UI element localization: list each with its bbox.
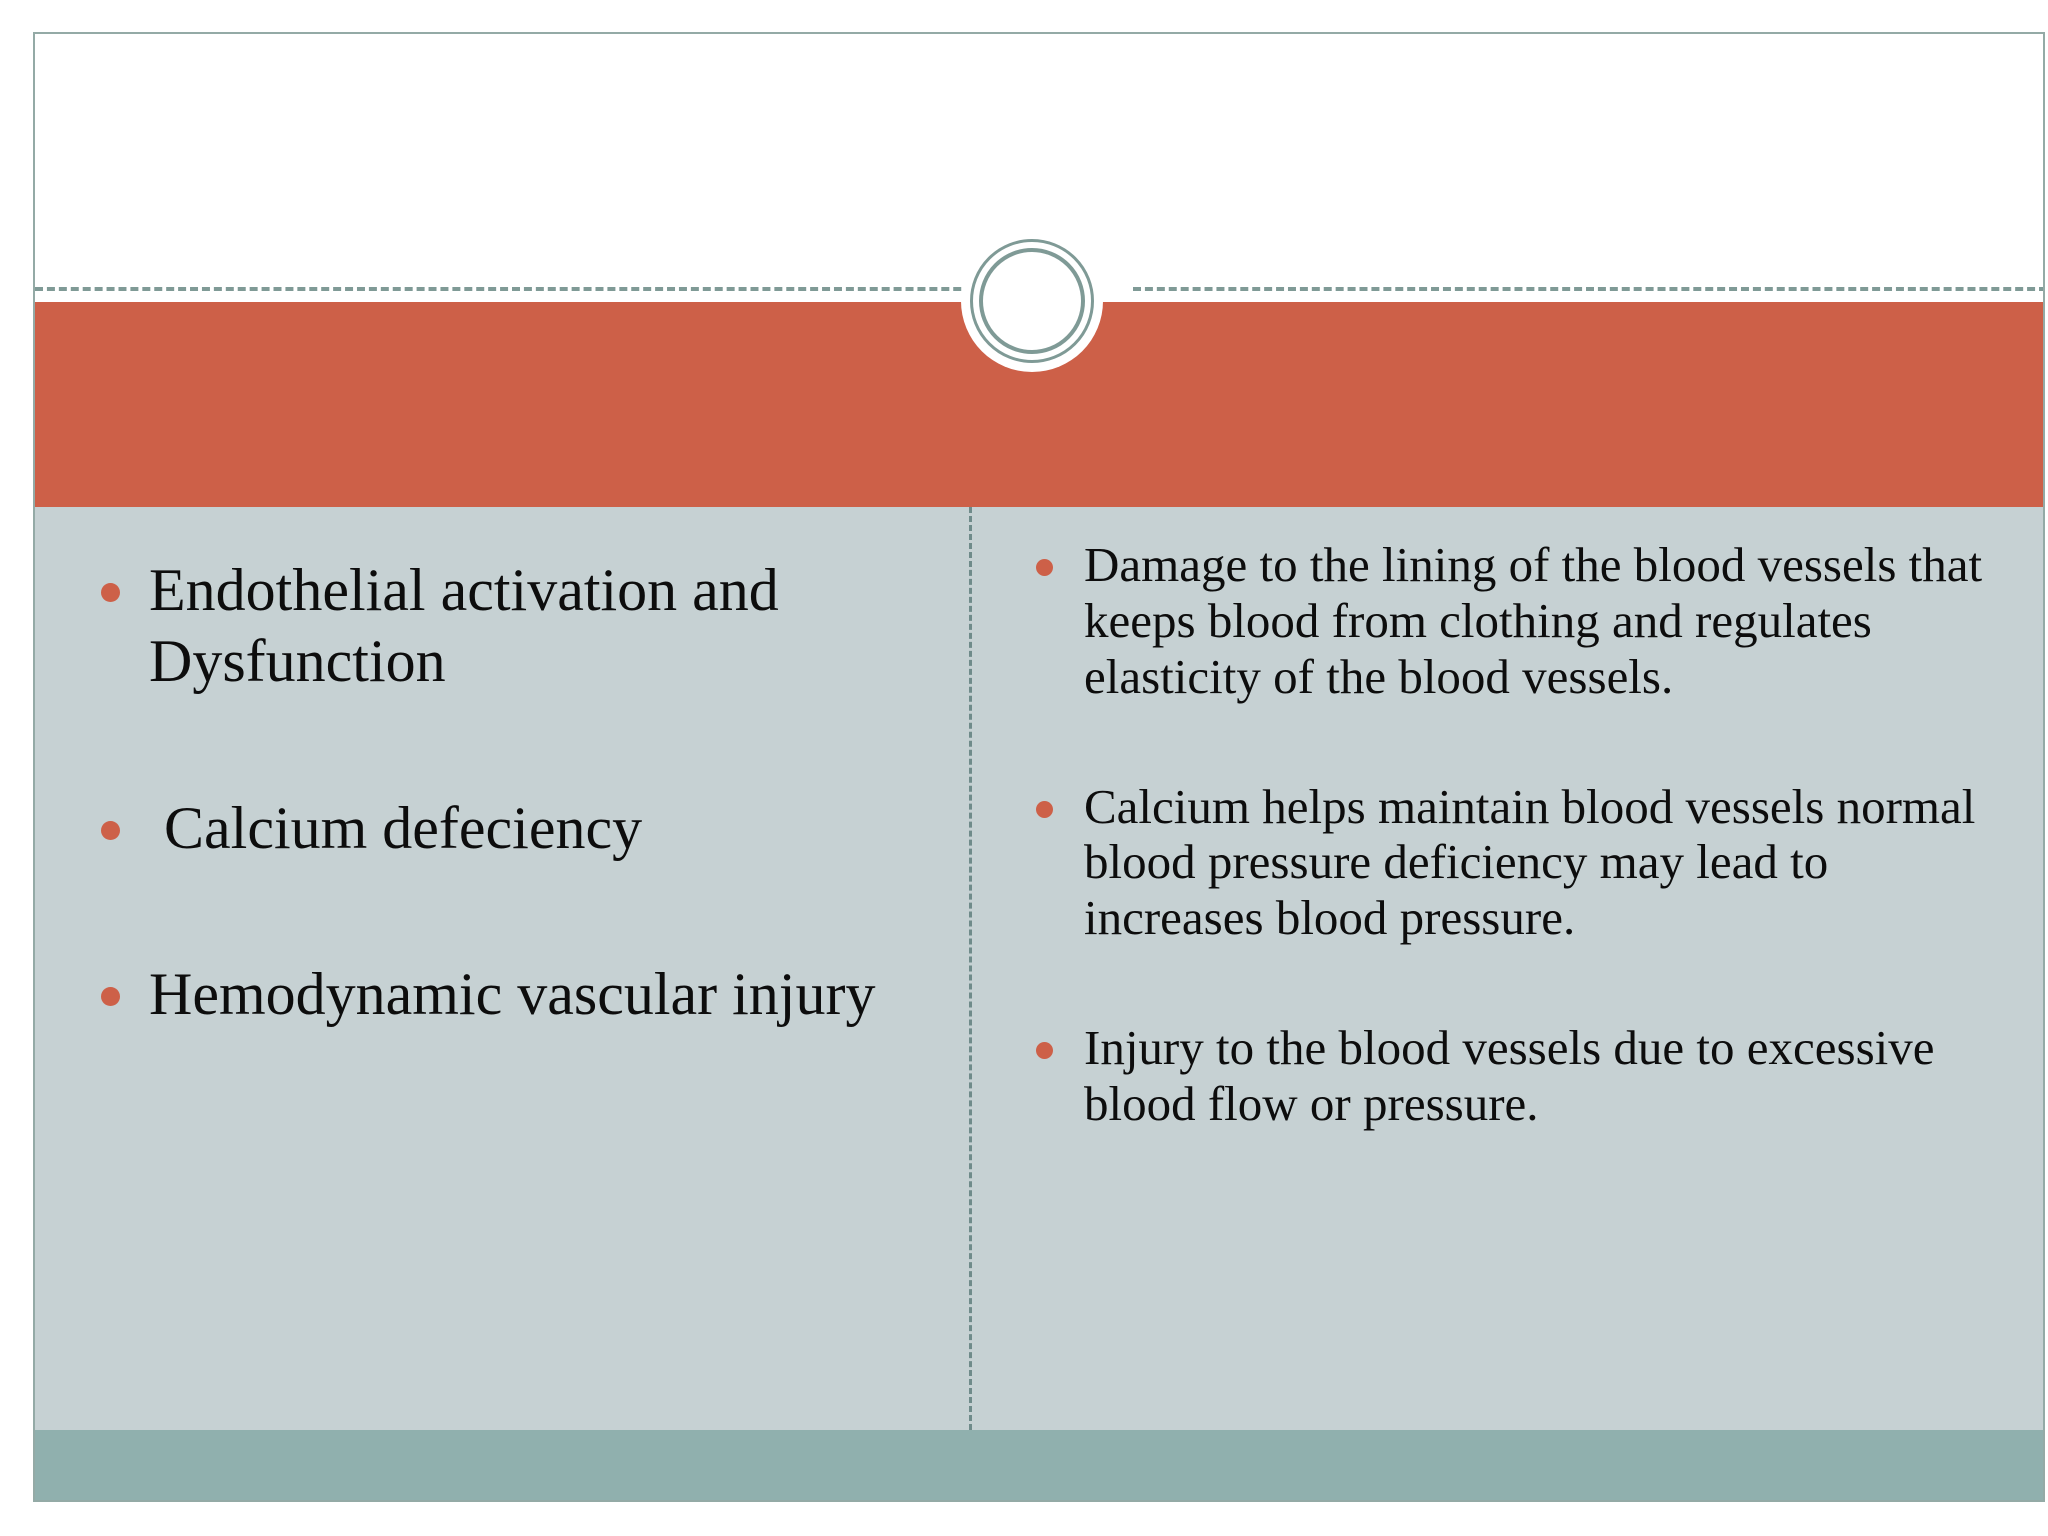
right-column: Damage to the lining of the blood vessel… (972, 507, 2043, 1430)
circle-ornament-icon (961, 230, 1103, 372)
list-item: Damage to the lining of the blood vessel… (1020, 537, 1997, 705)
bullet-dot-icon (101, 987, 120, 1007)
bullet-text: Calcium helps maintain blood vessels nor… (1084, 778, 1988, 946)
bullet-dot-icon (101, 820, 120, 840)
bullet-text: Calcium defeciency (149, 794, 643, 861)
footer-bar (35, 1430, 2043, 1500)
list-item: Calcium helps maintain blood vessels nor… (1020, 779, 1997, 947)
bullet-dot-icon (1036, 559, 1053, 576)
slide-canvas: Endothelial activation and Dysfunction C… (33, 32, 2045, 1502)
bullet-dot-icon (1036, 1042, 1053, 1060)
left-column: Endothelial activation and Dysfunction C… (35, 507, 969, 1430)
circle-ring-outer (970, 239, 1094, 363)
circle-ring-inner (979, 248, 1085, 354)
bullet-text: Injury to the blood vessels due to exces… (1084, 1020, 1947, 1132)
bullet-dot-icon (101, 583, 120, 602)
bullet-dot-icon (1036, 800, 1053, 818)
bullet-text: Hemodynamic vascular injury (149, 961, 876, 1028)
left-bullet-list: Endothelial activation and Dysfunction C… (83, 555, 929, 1030)
content-panel (35, 507, 2043, 1430)
right-bullet-list: Damage to the lining of the blood vessel… (1020, 537, 1997, 1132)
list-item: Calcium defeciency (83, 793, 929, 864)
dashed-rule-right (1133, 287, 2043, 291)
list-item: Injury to the blood vessels due to exces… (1020, 1020, 1997, 1132)
bullet-text: Damage to the lining of the blood vessel… (1084, 537, 1995, 704)
list-item: Endothelial activation and Dysfunction (83, 555, 929, 697)
bullet-text: Endothelial activation and Dysfunction (149, 557, 794, 694)
list-item: Hemodynamic vascular injury (83, 959, 929, 1030)
dashed-rule-left (35, 287, 997, 291)
column-divider (969, 507, 972, 1430)
